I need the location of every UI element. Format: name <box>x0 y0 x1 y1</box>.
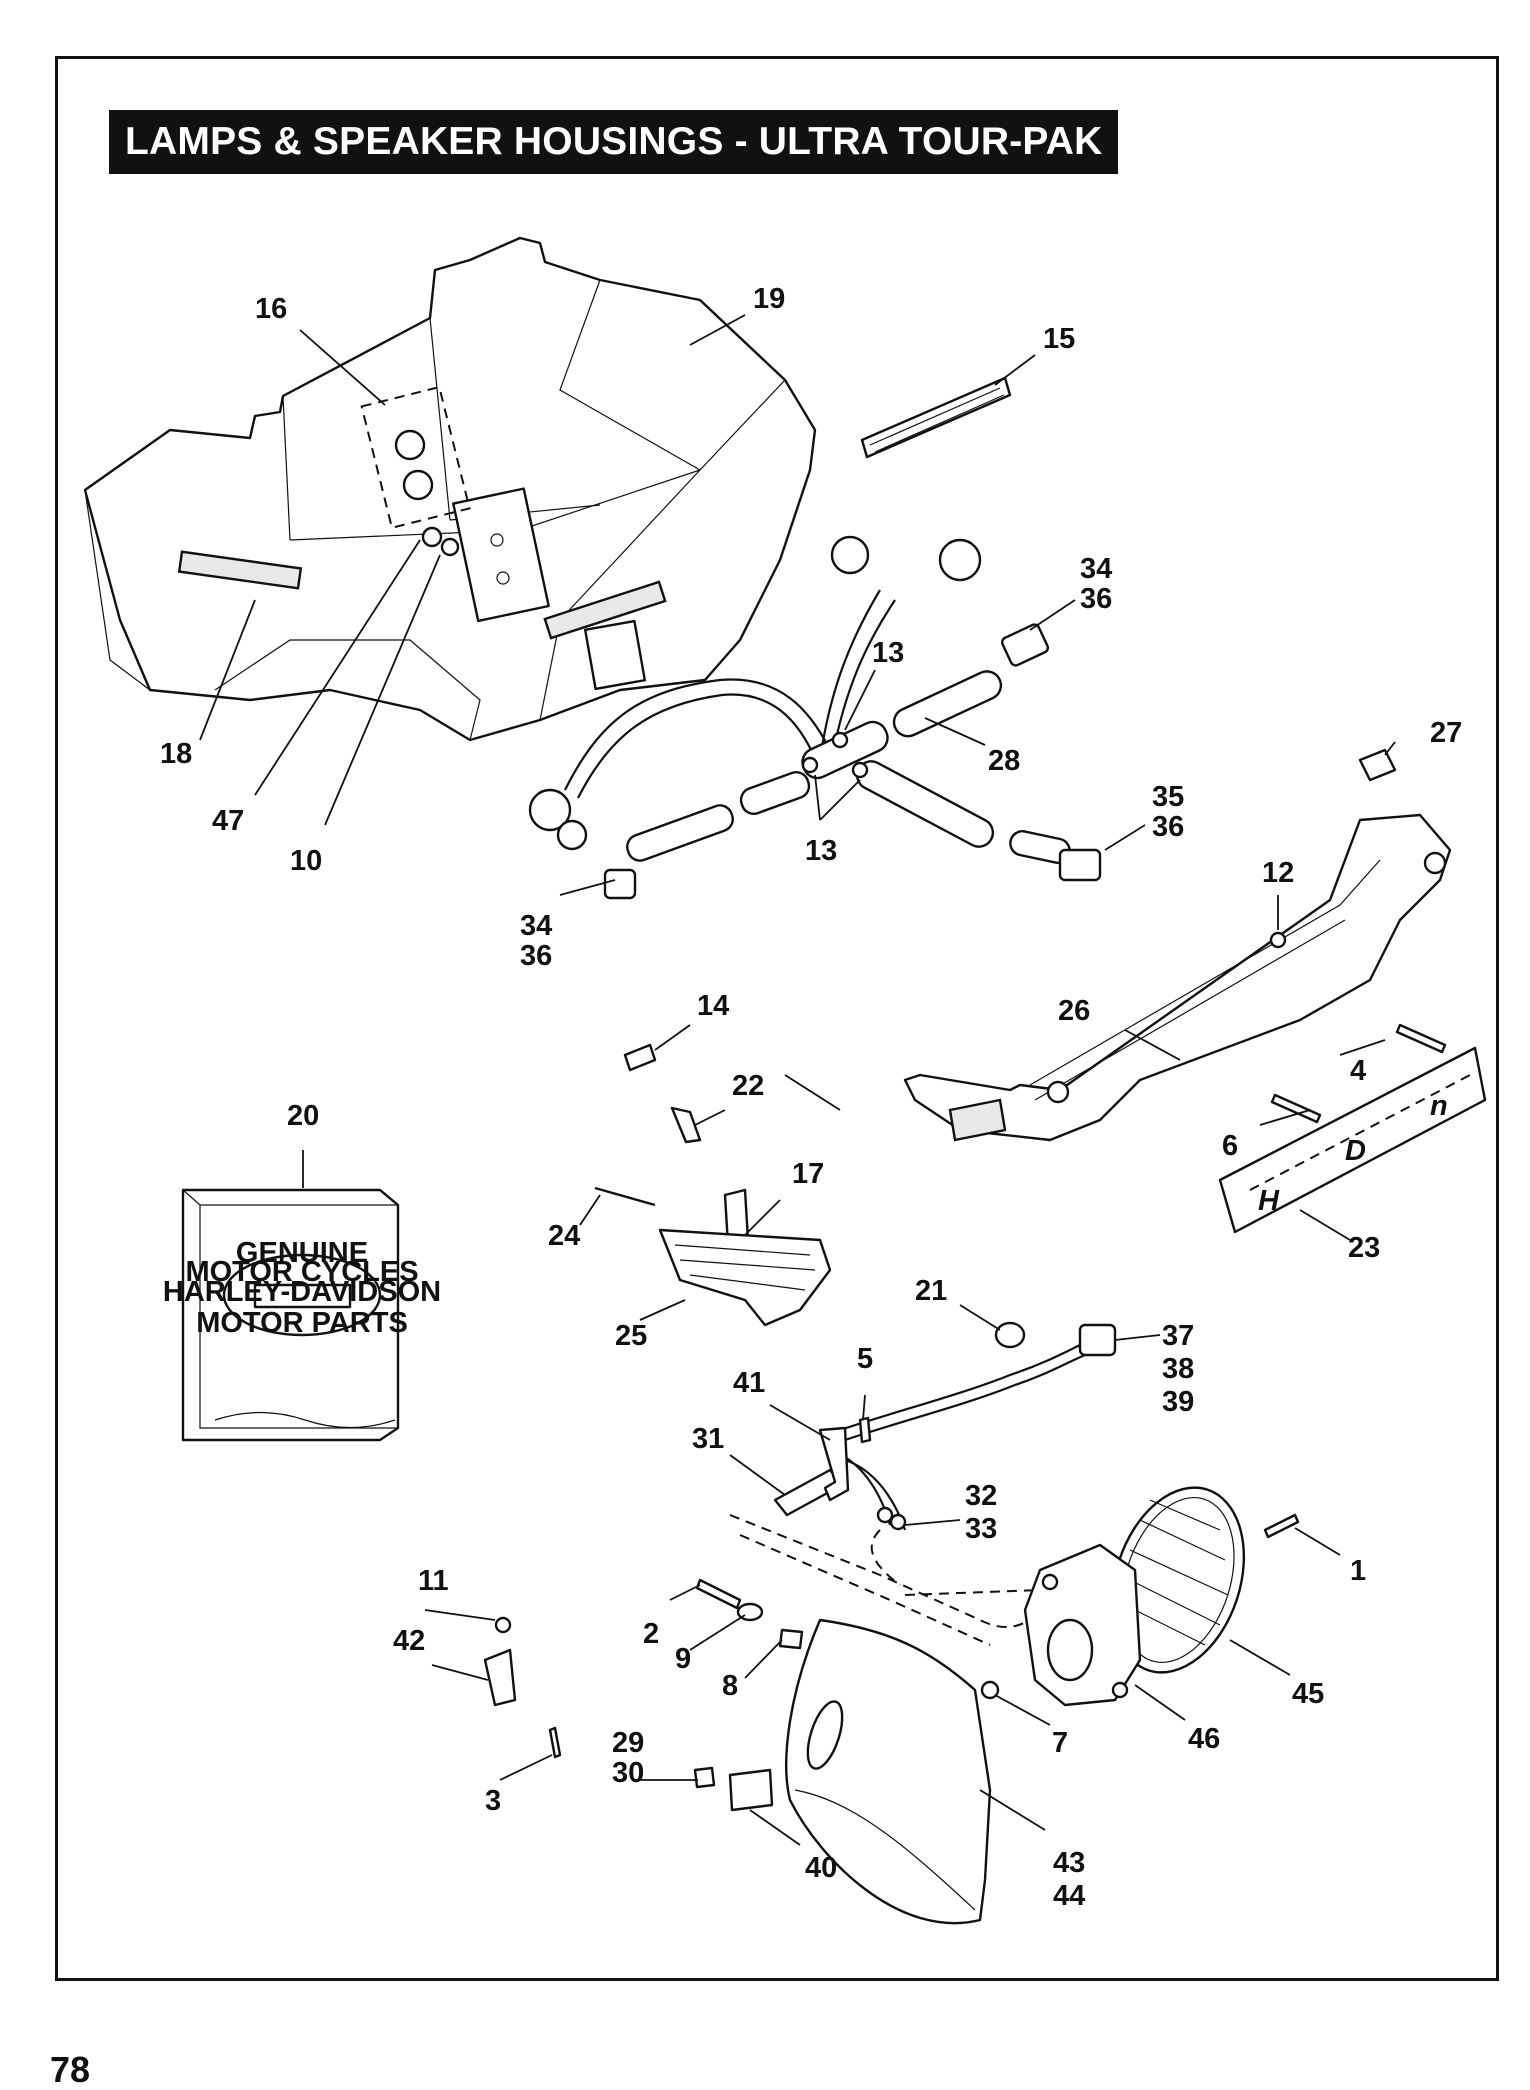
clamp-42 <box>483 1648 517 1707</box>
trim-strip-15 <box>860 376 1012 459</box>
callout-18: 18 <box>160 738 192 770</box>
wiring-harness-28 <box>528 535 1102 900</box>
callout-30: 30 <box>612 1757 644 1789</box>
callout-31: 31 <box>692 1423 724 1455</box>
callout-8: 8 <box>722 1670 738 1702</box>
washer-10 <box>440 537 460 557</box>
grommet-21 <box>994 1321 1026 1349</box>
page-title: LAMPS & SPEAKER HOUSINGS - ULTRA TOUR-PA… <box>109 110 1119 174</box>
callout-34-upper: 34 <box>1080 553 1112 585</box>
page-number: 78 <box>50 2049 91 2090</box>
tour-pak-liner <box>83 236 817 742</box>
callout-44: 44 <box>1053 1880 1085 1912</box>
callout-13-lower: 13 <box>805 835 837 867</box>
callout-42: 42 <box>393 1625 425 1657</box>
callout-27: 27 <box>1430 717 1462 749</box>
connector-37 <box>1078 1323 1117 1357</box>
screw-1 <box>1263 1513 1300 1539</box>
fastener-8 <box>778 1628 804 1650</box>
nut-12 <box>1269 931 1287 949</box>
leader-lines <box>199 314 1396 1846</box>
lens-25 <box>658 1228 832 1327</box>
gasket-16 <box>360 385 471 529</box>
callout-11: 11 <box>418 1565 449 1597</box>
callout-37: 37 <box>1162 1320 1194 1352</box>
callout-43: 43 <box>1053 1847 1085 1879</box>
callout-16: 16 <box>255 293 287 325</box>
callout-21: 21 <box>915 1275 947 1307</box>
bulb-27 <box>1358 748 1397 782</box>
logo-text-genuine: GENUINE <box>236 1237 368 1269</box>
knob-29 <box>693 1766 716 1789</box>
logo-text-motor-parts: MOTOR PARTS <box>196 1307 408 1339</box>
callout-45: 45 <box>1292 1678 1324 1710</box>
clip-14 <box>623 1043 657 1072</box>
screw-6 <box>1270 1093 1322 1124</box>
callout-32: 32 <box>965 1480 997 1512</box>
callout-15: 15 <box>1043 323 1075 355</box>
callout-9: 9 <box>675 1643 691 1675</box>
license-plate-23: H D n <box>1218 1046 1487 1234</box>
callout-6: 6 <box>1222 1130 1238 1162</box>
callout-labels: 1 2 3 4 5 6 7 8 9 10 11 12 13 13 14 15 1… <box>160 283 1462 1912</box>
callout-14: 14 <box>697 990 729 1022</box>
bracket-41 <box>818 1426 850 1502</box>
strip-24 <box>594 1186 656 1207</box>
screw-3 <box>548 1726 562 1759</box>
plate-letter-h: H <box>1258 1185 1280 1217</box>
screw-5 <box>858 1416 872 1444</box>
callout-17: 17 <box>792 1158 824 1190</box>
callout-22: 22 <box>732 1070 764 1102</box>
callout-4: 4 <box>1350 1055 1366 1087</box>
callout-47: 47 <box>212 805 244 837</box>
callout-29: 29 <box>612 1727 644 1759</box>
logo-text-motor-cycles: MOTOR CYCLES <box>185 1256 418 1288</box>
callout-36-upper: 36 <box>1080 583 1112 615</box>
callout-39: 39 <box>1162 1386 1194 1418</box>
reflective-strip-18 <box>177 550 303 590</box>
callout-2: 2 <box>643 1618 659 1650</box>
light-bar-26 <box>903 813 1452 1142</box>
callout-40: 40 <box>805 1852 837 1884</box>
callout-20: 20 <box>287 1100 319 1132</box>
callout-1: 1 <box>1350 1555 1366 1587</box>
genuine-parts-box-20: GENUINE MOTOR CYCLES HARLEY-DAVIDSON MOT… <box>163 1188 441 1442</box>
callout-5: 5 <box>857 1343 873 1375</box>
callout-19: 19 <box>753 283 785 315</box>
callout-26: 26 <box>1058 995 1090 1027</box>
callout-36-lower: 36 <box>520 940 552 972</box>
callout-28: 28 <box>988 745 1020 777</box>
nut-11 <box>494 1616 512 1634</box>
speaker-housing-43 <box>785 1618 992 1925</box>
callout-12: 12 <box>1262 857 1294 889</box>
screw-4 <box>1395 1023 1447 1054</box>
callout-46: 46 <box>1188 1723 1220 1755</box>
nut-47 <box>421 526 443 548</box>
bolt-2 <box>695 1578 742 1610</box>
callout-34-lower: 34 <box>520 910 552 942</box>
callout-3: 3 <box>485 1785 501 1817</box>
callout-23: 23 <box>1348 1232 1380 1264</box>
callout-13-upper: 13 <box>872 637 904 669</box>
logo-text-brand: HARLEY-DAVIDSON <box>163 1276 441 1308</box>
callout-7: 7 <box>1052 1727 1068 1759</box>
callout-24: 24 <box>548 1220 580 1252</box>
screw-7 <box>980 1680 1000 1700</box>
callout-35: 35 <box>1152 781 1184 813</box>
callout-41: 41 <box>733 1367 765 1399</box>
callout-33: 33 <box>965 1513 997 1545</box>
plate-letter-d: D <box>1345 1135 1366 1167</box>
bracket-22 <box>670 1106 702 1144</box>
callout-10: 10 <box>290 845 322 877</box>
callout-38: 38 <box>1162 1353 1194 1385</box>
speaker-46 <box>1023 1543 1142 1707</box>
callout-36-right: 36 <box>1152 811 1184 843</box>
callout-25: 25 <box>615 1320 647 1352</box>
plate-letter-r: n <box>1430 1090 1448 1122</box>
switch-40 <box>728 1768 774 1812</box>
